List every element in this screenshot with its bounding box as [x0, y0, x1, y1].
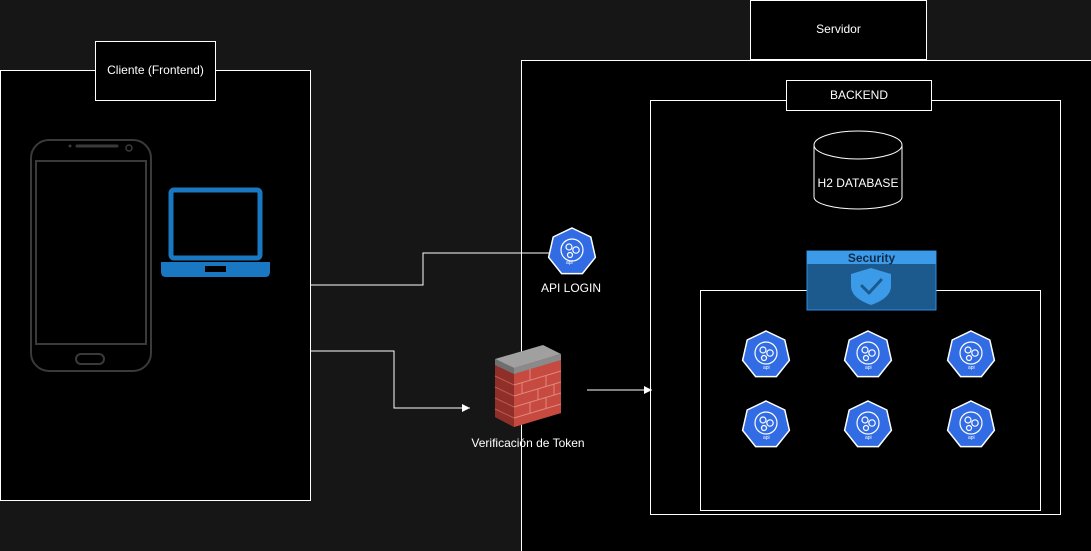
- api-service-icon-text: api: [865, 435, 872, 441]
- security-block: [806, 250, 937, 311]
- api-service-icon-text: api: [968, 365, 975, 371]
- server-title-box: [750, 0, 927, 60]
- server-title: Servidor: [816, 22, 861, 36]
- backend-title: BACKEND: [829, 88, 888, 102]
- security-label: Security: [847, 251, 896, 265]
- shield-icon: [851, 268, 891, 305]
- services-container: [700, 290, 1041, 511]
- api-service-icon-text: api: [763, 435, 770, 441]
- backend-title-box: [786, 80, 932, 111]
- client-title: Cliente (Frontend): [107, 63, 204, 77]
- check-icon: [860, 278, 883, 295]
- api-login-icon-text: api: [566, 260, 573, 266]
- api-login-icon: [547, 227, 597, 275]
- client-title-box: [95, 41, 216, 101]
- database-label: H2 DATABASE: [817, 176, 899, 190]
- api-login-label: API LOGIN: [540, 281, 602, 295]
- api-service-icons: [741, 330, 996, 448]
- smartphone-icon: [30, 139, 152, 372]
- api-service-icon-text: api: [865, 365, 872, 371]
- firewall-icon: [494, 345, 562, 427]
- arrow-client-to-token: [311, 350, 470, 412]
- api-service-icon-text: api: [763, 365, 770, 371]
- client-container: [0, 70, 311, 501]
- laptop-icon: [161, 187, 270, 277]
- arrow-client-to-login: [311, 249, 561, 286]
- api-service-icon-text: api: [968, 435, 975, 441]
- token-verification-label: Verificación de Token: [471, 436, 585, 450]
- database-icon: [813, 130, 903, 210]
